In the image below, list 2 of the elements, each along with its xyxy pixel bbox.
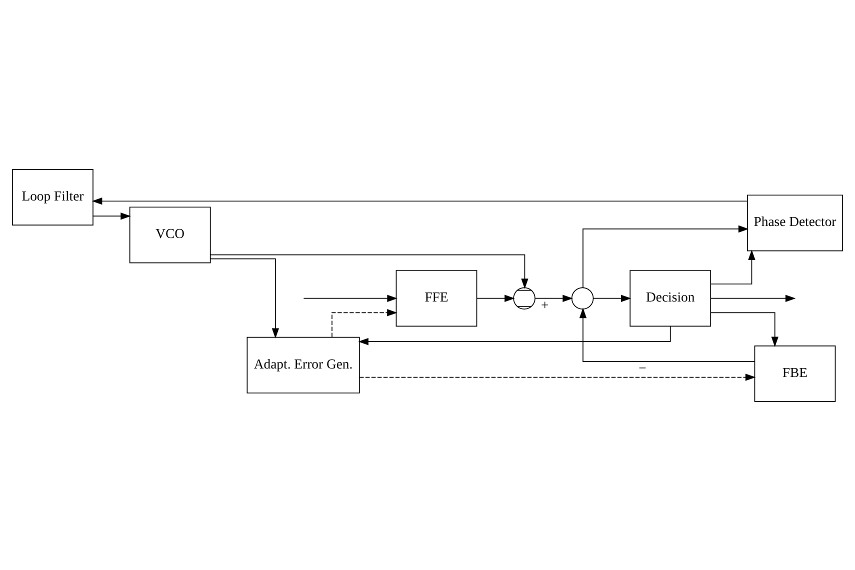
edge-label: + <box>541 296 549 312</box>
edge-label: − <box>638 360 646 376</box>
